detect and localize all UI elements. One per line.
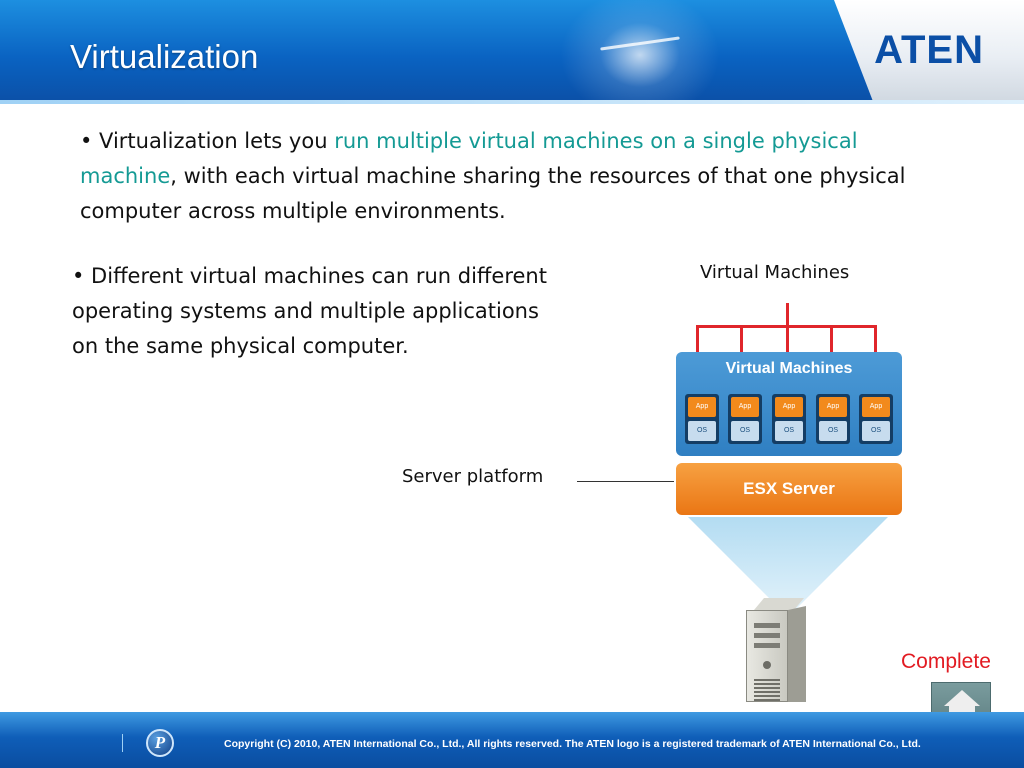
drive-bay (754, 633, 780, 638)
bullet1-prefix: • Virtualization lets you (80, 129, 335, 153)
os-block: OS (819, 421, 847, 441)
virtual-machine: App OS (772, 394, 806, 444)
virtual-machines-panel: Virtual Machines App OS App OS App OS Ap… (676, 352, 902, 456)
os-block: OS (731, 421, 759, 441)
tower-side (788, 606, 806, 702)
header-rule (0, 100, 1024, 104)
bullet1-highlight: run multiple virtual machines on a singl… (80, 129, 858, 188)
virtual-machine: App OS (685, 394, 719, 444)
footer-separator (122, 734, 123, 752)
virtual-machine: App OS (816, 394, 850, 444)
copyright-notice: Copyright (C) 2010, ATEN International C… (224, 738, 921, 750)
bullet-different-os: • Different virtual machines can run dif… (72, 264, 547, 358)
drive-bay (754, 623, 780, 628)
slide-title: Virtualization (70, 38, 259, 75)
app-block: App (819, 397, 847, 417)
app-block: App (862, 397, 890, 417)
slide-header: Virtualization ATEN (0, 0, 1024, 104)
bullet1-suffix: , with each virtual machine sharing the … (80, 164, 906, 223)
aten-logo: ATEN (874, 28, 984, 72)
slide-footer: P Copyright (C) 2010, ATEN International… (0, 712, 1024, 768)
server-tower-icon (746, 598, 808, 703)
app-block: App (688, 397, 716, 417)
os-block: OS (775, 421, 803, 441)
app-block: App (775, 397, 803, 417)
caption-connector-line (577, 481, 674, 482)
os-block: OS (688, 421, 716, 441)
bullet-virtualization: • Virtualization lets you run multiple v… (80, 124, 960, 229)
tower-front (746, 610, 788, 703)
presentation-badge-icon: P (146, 729, 174, 757)
light-flare (560, 0, 720, 104)
tower-vents (754, 679, 780, 703)
vm-panel-title: Virtual Machines (725, 360, 853, 377)
power-button-icon (763, 661, 771, 669)
tower-top (754, 598, 804, 610)
server-platform-caption: Server platform (402, 466, 544, 487)
drive-bay (754, 643, 780, 648)
virtual-machines-caption: Virtual Machines (700, 262, 850, 283)
app-block: App (731, 397, 759, 417)
home-icon (944, 690, 980, 706)
complete-link[interactable]: Complete (901, 650, 991, 673)
esx-server-platform: ESX Server (676, 463, 902, 515)
bracket-stem (786, 303, 789, 327)
os-block: OS (862, 421, 890, 441)
virtual-machine: App OS (859, 394, 893, 444)
virtual-machine: App OS (728, 394, 762, 444)
